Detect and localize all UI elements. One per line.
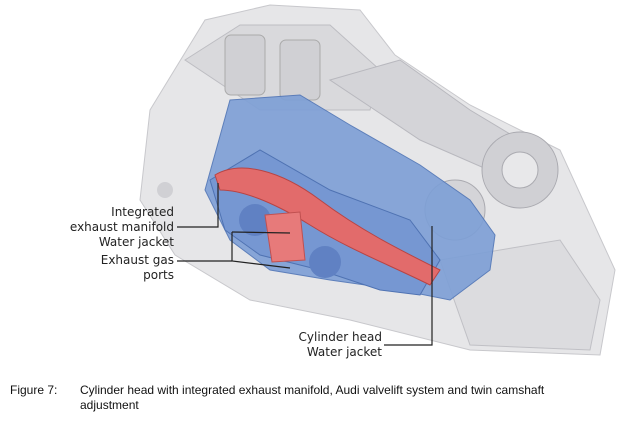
label-line: Integrated (111, 205, 174, 219)
label-line: ports (143, 268, 174, 282)
label-integrated-manifold-water-jacket: Integrated exhaust manifold Water jacket (70, 205, 174, 250)
label-line: Water jacket (98, 235, 174, 249)
label-cylinder-head-water-jacket: Cylinder head Water jacket (299, 330, 382, 360)
label-line: Water jacket (306, 345, 382, 359)
figure-number: Figure 7: (10, 383, 58, 397)
label-line: Exhaust gas (100, 253, 174, 267)
exhaust-manifold (214, 167, 441, 286)
label-line: exhaust manifold (69, 220, 174, 234)
label-line: Cylinder head (298, 330, 382, 344)
caption-text: Cylinder head with integrated exhaust ma… (80, 383, 545, 397)
figure-caption: Figure 7: Cylinder head with integrated e… (10, 383, 544, 413)
label-exhaust-gas-ports: Exhaust gas ports (101, 253, 174, 283)
cylinder-head-illustration (139, 4, 616, 356)
leader-lines (177, 183, 433, 346)
caption-text-continued: adjustment (80, 398, 139, 412)
